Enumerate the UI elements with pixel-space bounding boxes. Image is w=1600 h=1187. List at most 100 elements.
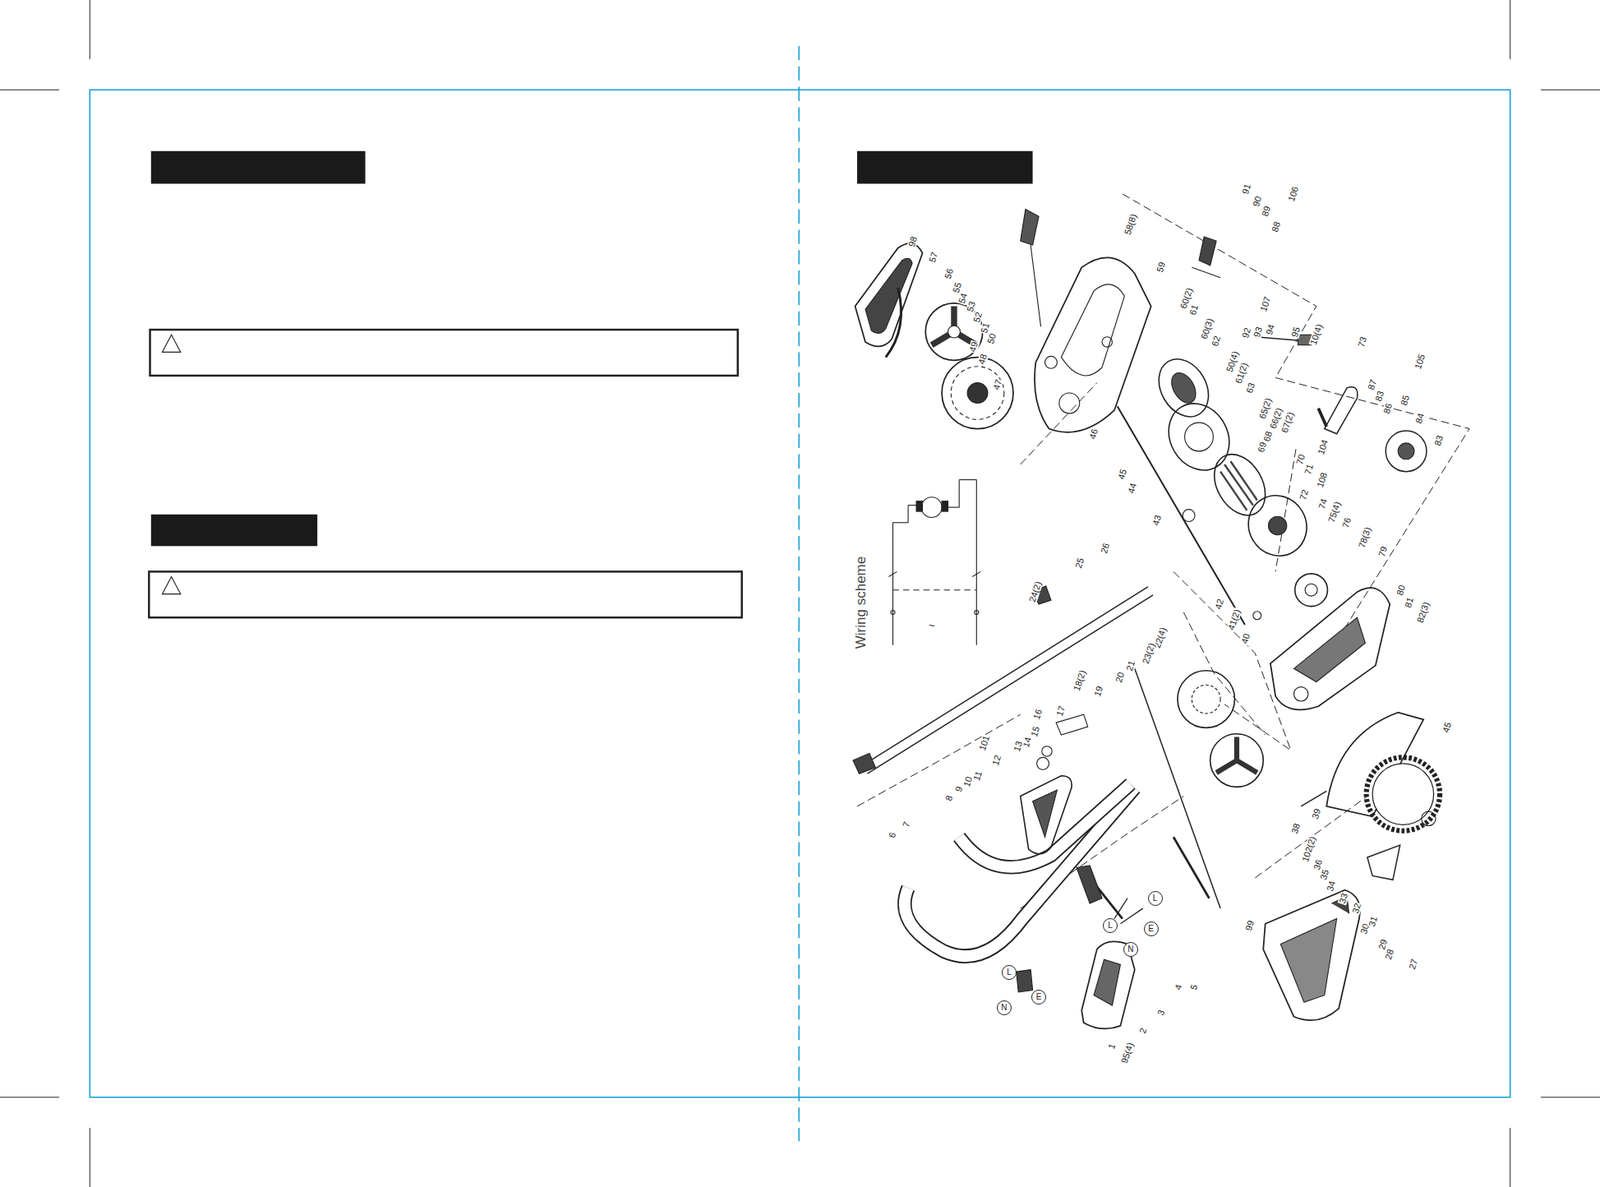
callout-number: 4 (1173, 982, 1185, 992)
callout-number: 69 (1256, 439, 1269, 454)
grip (1020, 714, 1089, 854)
callout-number: 20 (1114, 670, 1127, 685)
callout-number: 56 (942, 266, 955, 281)
page-frame (89, 89, 1510, 1098)
terminal-circle: E (1031, 989, 1047, 1005)
callout-number: 25 (1073, 556, 1086, 571)
callout-number: 62 (1210, 333, 1223, 348)
callout-number: 65(2) (1257, 396, 1273, 421)
callout-number: 33 (1337, 890, 1351, 905)
terminal-letter: L (1152, 894, 1158, 903)
callout-number: 50 (986, 331, 999, 346)
terminal-letter: E (1036, 992, 1043, 1001)
callout-number: 98 (907, 235, 920, 249)
callout-number: 38 (1290, 821, 1303, 836)
callout-number: 10(4) (1308, 322, 1324, 347)
callout-number: 31 (1367, 914, 1380, 929)
callout-number: 27 (1406, 957, 1420, 972)
callout-number: 74 (1317, 497, 1330, 512)
callout-number: 5 (1188, 982, 1199, 992)
callout-number: 45 (1440, 720, 1453, 735)
assembly-line (857, 193, 1470, 909)
handle-tube (853, 585, 1221, 956)
callout-number: 93 (1252, 324, 1265, 339)
gear-case (1270, 587, 1390, 710)
callout-number: 75(4) (1327, 499, 1343, 525)
callout-number: 6 (887, 829, 899, 840)
callout-number: 104 (1316, 437, 1331, 457)
callout-number: 44 (1126, 480, 1139, 495)
callout-number: 8 (943, 793, 955, 803)
callout-number: 59 (1155, 260, 1168, 275)
terminal-circle: N (1123, 941, 1139, 957)
heading-bar (151, 514, 318, 546)
callout-number: 47 (991, 378, 1005, 392)
terminal-letter: N (1000, 1003, 1007, 1012)
callout-number: 43 (1151, 513, 1164, 528)
callout-number: 99 (1244, 918, 1257, 933)
switch-box (1016, 865, 1144, 1029)
callout-number: 88 (1270, 219, 1283, 234)
callout-number: 89 (1260, 204, 1273, 219)
callout-number: 48 (976, 352, 989, 367)
callout-number: 19 (1092, 683, 1106, 698)
fold-line (797, 46, 800, 1141)
warning-box (150, 329, 738, 376)
blade-guard (855, 209, 1042, 429)
callout-number: 81 (1402, 594, 1416, 609)
terminal-circle: L (1148, 890, 1163, 906)
callout-number: 42 (1212, 597, 1226, 612)
terminal-letter: E (1148, 924, 1154, 933)
callout-number: 12 (991, 753, 1004, 768)
callout-number: 45 (1115, 467, 1129, 482)
terminal-circle: N (996, 1000, 1012, 1015)
callout-number: 72 (1297, 488, 1310, 503)
callout-number: 49 (967, 340, 980, 355)
terminal-letter: L (1107, 921, 1113, 930)
callout-number: 46 (1088, 426, 1101, 441)
callout-number: 41(2) (1226, 607, 1243, 632)
callout-number: 2 (1137, 1026, 1149, 1036)
terminal-letter: N (1127, 945, 1134, 954)
callout-number: 76 (1341, 515, 1354, 530)
callout-number: 13 (1012, 738, 1025, 753)
callout-number: 94 (1263, 322, 1277, 337)
callout-number: 90 (1250, 193, 1264, 208)
callout-number: 71 (1303, 462, 1316, 477)
callout-number: 61 (1187, 303, 1200, 318)
callout-number: 86 (1381, 401, 1394, 415)
callout-number: 95 (1290, 324, 1303, 339)
callout-number: 23(2) (1141, 640, 1158, 666)
bottom-guard (1263, 889, 1361, 1020)
callout-number: 40 (1240, 631, 1253, 646)
callout-number: 83 (1432, 433, 1445, 448)
callout-number: 3 (1156, 1007, 1167, 1017)
callout-number: 63 (1244, 380, 1258, 395)
callout-number: 1 (1106, 1041, 1118, 1051)
callout-number: 92 (1240, 325, 1254, 340)
callout-number: 107 (1258, 295, 1273, 314)
callout-number: 11 (971, 769, 984, 783)
callout-number: 79 (1376, 544, 1389, 558)
callout-number: 39 (1309, 806, 1323, 821)
callout-number: 105 (1413, 351, 1428, 371)
callout-number: 21 (1124, 658, 1137, 673)
scheme-title: Wiring scheme (853, 554, 867, 649)
saw-blade (1300, 712, 1440, 881)
ac-symbol: ~ (927, 618, 937, 630)
callout-number: 73 (1355, 334, 1369, 349)
callout-number: 32 (1351, 901, 1364, 916)
motor-assembly (1117, 350, 1328, 625)
terminal-circle: L (1001, 964, 1017, 980)
lock-arm (1254, 334, 1427, 471)
heading-bar (151, 151, 366, 185)
warning-triangle (161, 576, 180, 595)
callout-number: 80 (1394, 582, 1407, 597)
callout-number: 91 (1240, 181, 1254, 196)
motor-cap (1177, 670, 1264, 788)
warning-triangle (161, 334, 180, 352)
callout-number: 83 (1373, 388, 1386, 403)
